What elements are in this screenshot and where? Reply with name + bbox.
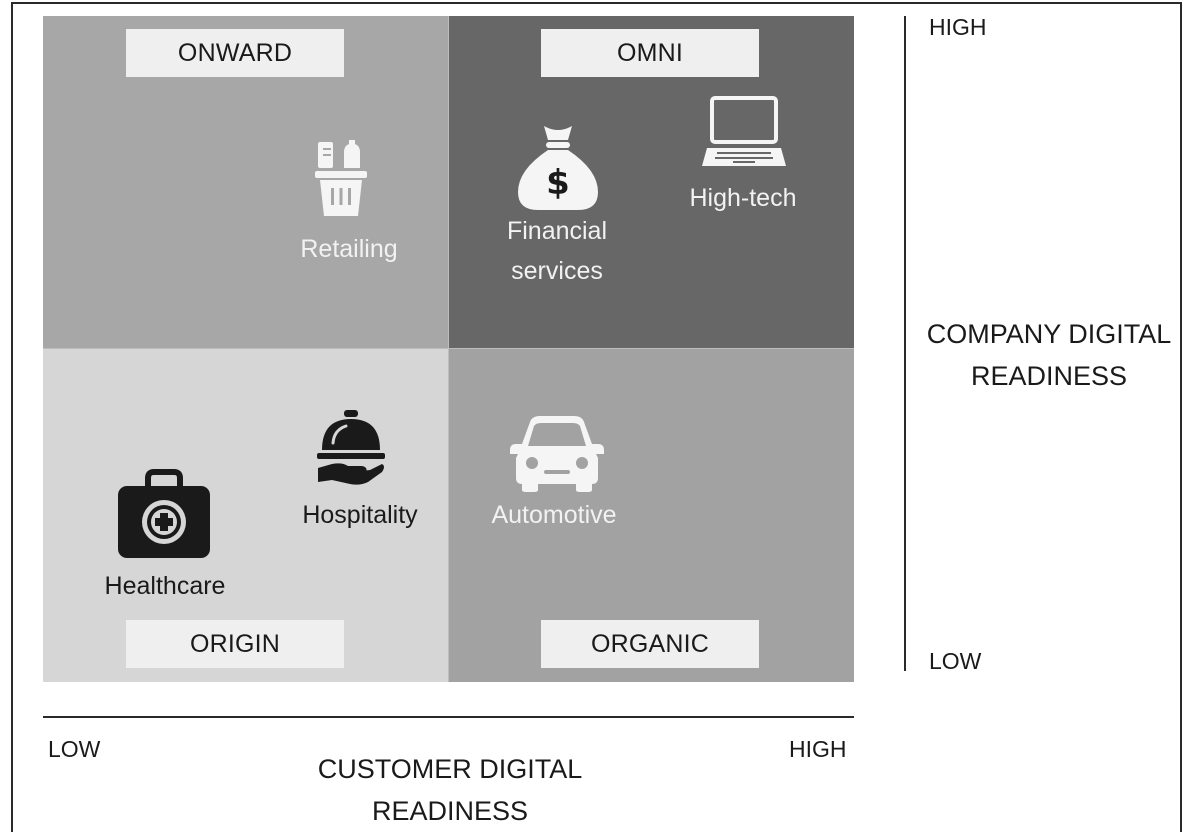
x-axis-title: CUSTOMER DIGITAL READINESS [300,748,600,832]
x-axis-title-line2: READINESS [371,796,529,826]
y-axis-line [904,16,906,671]
y-axis-title-line1: COMPANY DIGITAL [926,319,1172,349]
x-axis-line [43,716,854,718]
industry-label-financial-line1: Financial [506,217,608,245]
y-axis-title: COMPANY DIGITAL READINESS [918,313,1180,397]
industry-label-retailing: Retailing [300,235,398,263]
y-axis-low-label: LOW [929,648,982,674]
laptop-icon [702,96,786,166]
svg-text:$: $ [546,163,570,203]
x-axis-high-label: HIGH [789,736,847,762]
shopping-basket-icon [315,140,367,216]
car-icon [510,416,604,492]
medical-kit-icon [118,469,210,558]
quadrant-label-organic: ORGANIC [541,620,759,668]
y-axis-title-line2: READINESS [970,361,1128,391]
industry-label-automotive: Automotive [491,501,617,529]
industry-label-healthcare: Healthcare [104,572,226,600]
industry-label-financial-line2: services [511,257,603,285]
quadrant-label-omni: OMNI [541,29,759,77]
cloche-hand-icon [317,410,385,485]
x-axis-low-label: LOW [48,736,101,762]
figure-frame [11,2,1182,832]
industry-label-hightech: High-tech [689,184,797,212]
quadrant-label-onward: ONWARD [126,29,344,77]
y-axis-high-label: HIGH [929,14,987,40]
quadrant-divider-horizontal [43,348,854,349]
quadrant-label-origin: ORIGIN [126,620,344,668]
industry-label-hospitality: Hospitality [302,501,418,529]
quadrant-divider-vertical [448,16,449,682]
money-bag-icon: $ [518,126,598,210]
x-axis-title-line1: CUSTOMER DIGITAL [317,754,583,784]
